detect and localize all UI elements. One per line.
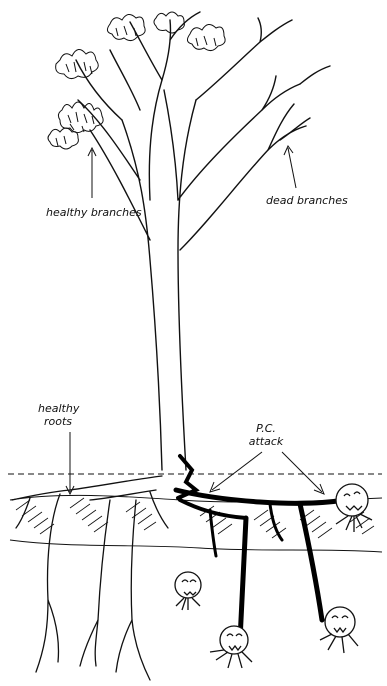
healthy-foliage [48,12,225,149]
arrow-dead-branches [288,148,296,188]
trunk-right-edge [178,100,196,470]
infected-root [270,504,282,540]
dead-branch [180,126,306,250]
label-healthy-roots: healthy roots [38,402,78,428]
label-healthy-roots-line2: roots [38,415,78,428]
leaf-cluster [48,128,78,149]
dead-branch [196,20,292,100]
label-pc-attack-line1: P.C. [242,422,290,435]
dead-branch [262,76,276,110]
label-healthy-branches: healthy branches [46,206,142,219]
label-pc-attack: P.C. attack [242,422,290,448]
infected-root [180,500,246,518]
trunk-left-edge [122,120,162,470]
tree-branches [76,12,330,470]
pathogen-blob [210,626,252,668]
pathogen-blob [336,484,372,532]
dead-branch [300,66,330,84]
pathogen-blob [175,572,201,610]
leaf-cluster [107,14,145,40]
arrow-pc-attack-1 [212,452,262,490]
leaf-cluster [187,24,225,50]
label-healthy-roots-line1: healthy [38,402,78,415]
pathogen-blob [320,607,358,653]
dead-branch [268,104,294,150]
leaf-cluster [56,49,99,78]
label-dead-branches: dead branches [266,194,348,207]
infected-root [240,518,246,640]
leaf-cluster [154,12,184,33]
infected-root [300,504,322,620]
arrow-pc-attack-2 [282,452,322,492]
dead-branch [280,118,310,140]
label-pc-attack-line2: attack [242,435,290,448]
dead-branch [258,18,261,42]
